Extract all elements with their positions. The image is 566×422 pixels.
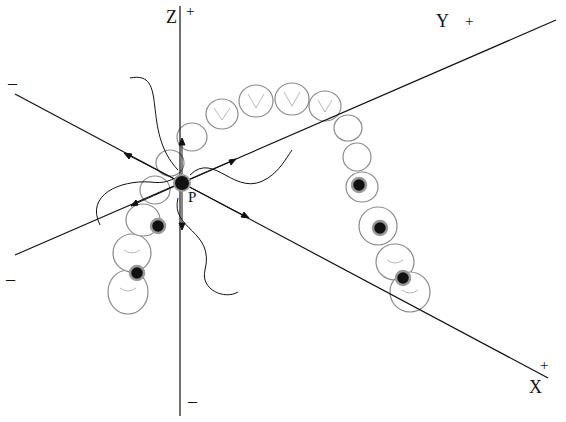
point-label: P (188, 190, 196, 205)
direction-arrows (124, 138, 249, 230)
axis-sign: + (465, 14, 473, 29)
marker-dots (130, 175, 410, 285)
axis-name: X (529, 378, 542, 396)
axis-sign: – (8, 74, 17, 92)
axis-sign: + (186, 4, 194, 19)
force-curves (96, 77, 292, 294)
tooth-grooves (120, 92, 418, 293)
axis-name: Y (436, 12, 449, 30)
coordinate-axes (15, 6, 556, 416)
axis-sign: – (6, 270, 15, 288)
axis-sign: + (540, 358, 548, 373)
axis-sign: – (188, 392, 197, 410)
axis-name: Z (166, 8, 177, 26)
